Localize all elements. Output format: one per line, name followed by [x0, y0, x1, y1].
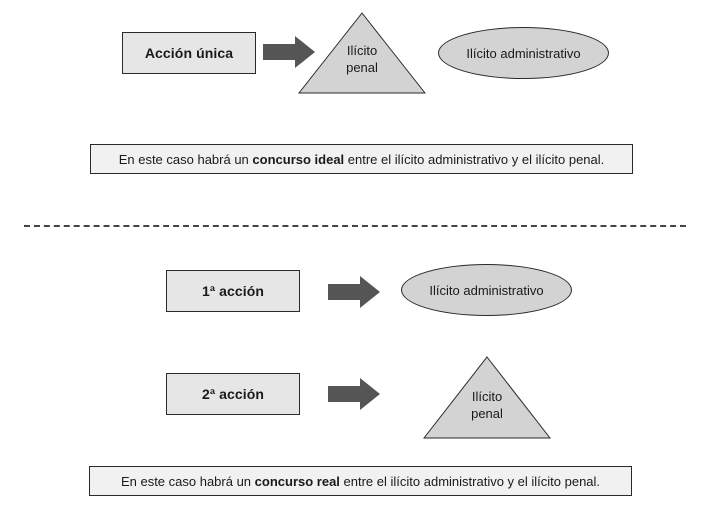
action-second-label: 2ª acción — [201, 386, 265, 402]
triangle-shape — [298, 12, 426, 94]
triangle-label: Ilícito penal — [298, 42, 426, 76]
action-second-box: 2ª acción — [166, 373, 300, 415]
triangle-label-line2: penal — [346, 60, 378, 75]
administrative-offense-ellipse: Ilícito administrativo — [401, 264, 572, 316]
penal-offense-triangle: Ilícito penal — [423, 356, 551, 439]
penal-offense-triangle: Ilícito penal — [298, 12, 426, 94]
arrow-right-icon — [263, 36, 315, 68]
section-divider — [24, 225, 686, 227]
note-prefix: En este caso habrá un — [118, 151, 253, 167]
ideal-concurrence-note: En este caso habrá un concurso ideal ent… — [90, 144, 633, 174]
ellipse-label: Ilícito administrativo — [429, 282, 544, 298]
action-first-box: 1ª acción — [166, 270, 300, 312]
real-concurrence-note: En este caso habrá un concurso real entr… — [89, 466, 632, 496]
triangle-label-line2: penal — [471, 406, 503, 421]
action-single-label: Acción única — [144, 45, 234, 61]
action-first-label: 1ª acción — [201, 283, 265, 299]
triangle-label-line1: Ilícito — [346, 43, 378, 58]
triangle-shape — [423, 356, 551, 439]
arrow-right-icon — [328, 276, 380, 308]
triangle-label: Ilícito penal — [423, 388, 551, 422]
note-bold: concurso real — [254, 473, 340, 489]
action-single-box: Acción única — [122, 32, 256, 74]
note-suffix: entre el ilícito administrativo y el ilí… — [344, 151, 605, 167]
arrow-right-icon — [328, 378, 380, 410]
note-bold: concurso ideal — [252, 151, 345, 167]
note-suffix: entre el ilícito administrativo y el ilí… — [339, 473, 601, 489]
note-prefix: En este caso habrá un — [120, 473, 255, 489]
ellipse-label: Ilícito administrativo — [466, 45, 581, 61]
administrative-offense-ellipse: Ilícito administrativo — [438, 27, 609, 79]
triangle-label-line1: Ilícito — [471, 389, 503, 404]
